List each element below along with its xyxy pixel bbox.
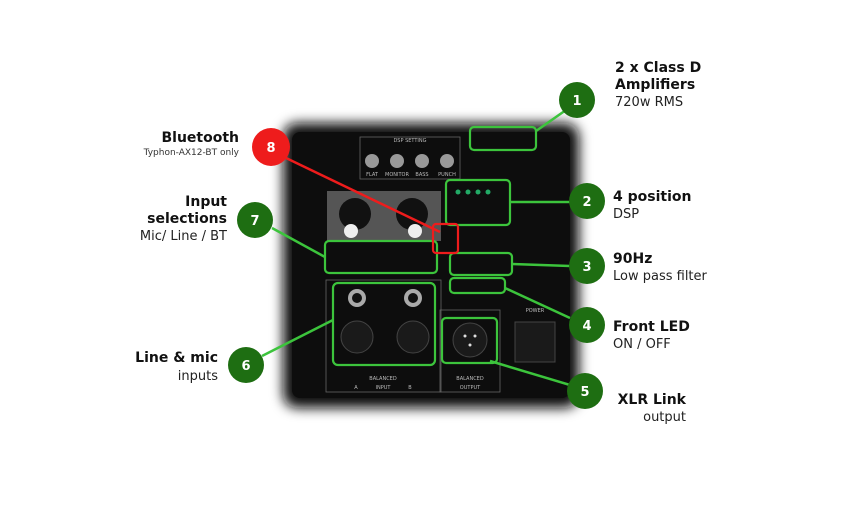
svg-text:OUTPUT: OUTPUT xyxy=(460,385,481,391)
svg-text:1: 1 xyxy=(572,94,581,109)
callout-title: selections xyxy=(147,211,227,227)
callout-title: Line & mic xyxy=(135,350,218,366)
callout-title: 4 position xyxy=(613,189,691,205)
callout-badge xyxy=(228,347,264,383)
xlr-link-highlight xyxy=(440,316,499,365)
output-jack: BALANCED OUTPUT xyxy=(439,309,501,393)
svg-text:6: 6 xyxy=(241,359,250,374)
callout-badge xyxy=(252,128,290,166)
callout-title: 90Hz xyxy=(613,251,652,267)
svg-text:2: 2 xyxy=(582,195,591,210)
svg-text:3: 3 xyxy=(582,260,591,275)
svg-text:FLAT: FLAT xyxy=(366,172,379,178)
callout-2: 2 4 position DSP xyxy=(569,183,691,222)
callout-subtitle: DSP xyxy=(613,207,639,222)
callout-subtitle: inputs xyxy=(178,369,218,384)
callout-3: 3 90Hz Low pass filter xyxy=(569,248,708,284)
svg-text:A: A xyxy=(354,385,358,391)
callout-title: Input xyxy=(185,194,227,210)
callout-title: 2 x Class D xyxy=(615,60,701,76)
callout-badge xyxy=(569,183,605,219)
svg-text:B: B xyxy=(408,385,412,391)
callout-title: Front LED xyxy=(613,319,690,335)
svg-text:4: 4 xyxy=(582,319,591,334)
callout-title: XLR Link xyxy=(618,392,687,408)
leader-lines xyxy=(261,108,571,387)
svg-text:7: 7 xyxy=(250,214,259,229)
callout-6: 6 Line & mic inputs xyxy=(135,347,264,384)
svg-text:8: 8 xyxy=(266,141,275,156)
power-inlet: POWER xyxy=(514,308,556,363)
callout-subtitle: Low pass filter xyxy=(613,269,708,284)
bluetooth-leader-line xyxy=(285,156,441,234)
svg-text:BALANCED: BALANCED xyxy=(369,376,397,382)
callout-5: 5 XLR Link output xyxy=(567,373,687,425)
callout-title: Amplifiers xyxy=(615,77,695,93)
bluetooth-highlight xyxy=(431,222,460,255)
callout-badge xyxy=(569,307,605,343)
callout-subtitle: Mic/ Line / BT xyxy=(140,229,227,244)
svg-text:PUNCH: PUNCH xyxy=(438,172,456,178)
amplifier-highlight xyxy=(468,125,538,152)
callout-subtitle: Typhon-AX12-BT only xyxy=(143,148,240,158)
dsp-leds xyxy=(455,189,491,195)
svg-text:5: 5 xyxy=(580,385,589,400)
svg-text:BASS: BASS xyxy=(415,172,428,178)
volume-knobs xyxy=(327,191,441,241)
svg-text:POWER: POWER xyxy=(526,308,545,314)
callout-badge xyxy=(569,248,605,284)
svg-text:BALANCED: BALANCED xyxy=(456,376,484,382)
svg-text:DSP SETTING: DSP SETTING xyxy=(393,138,426,144)
callout-7: 7 Input selections Mic/ Line / BT xyxy=(140,194,273,244)
callout-title: Bluetooth xyxy=(161,130,239,146)
callout-8: 8 Bluetooth Typhon-AX12-BT only xyxy=(143,128,290,166)
callout-badge xyxy=(567,373,603,409)
dsp-setting-strip: DSP SETTING FLAT MONITOR BASS PUNCH xyxy=(359,136,461,180)
callout-1: 1 2 x Class D Amplifiers 720w RMS xyxy=(559,60,701,118)
callout-badge xyxy=(237,202,273,238)
front-led-highlight xyxy=(448,276,507,295)
callout-badge xyxy=(559,82,595,118)
callout-subtitle: ON / OFF xyxy=(613,337,671,352)
svg-text:MONITOR: MONITOR xyxy=(385,172,409,178)
callout-subtitle: output xyxy=(643,410,686,425)
callout-4: 4 Front LED ON / OFF xyxy=(569,307,690,352)
callout-subtitle: 720w RMS xyxy=(615,95,683,110)
line-mic-highlight xyxy=(331,281,437,367)
rear-panel: DSP SETTING FLAT MONITOR BASS PUNCH BALA… xyxy=(283,123,579,408)
svg-text:INPUT: INPUT xyxy=(376,385,392,391)
